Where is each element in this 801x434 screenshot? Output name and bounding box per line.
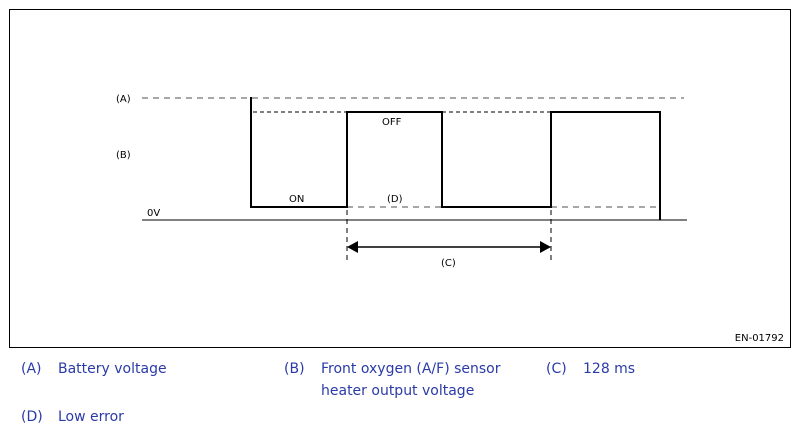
figure-id: EN-01792	[734, 333, 784, 344]
legend-text-b: Front oxygen (A/F) sensor heater output …	[321, 361, 501, 399]
legend-key-d: (D)	[21, 409, 43, 425]
period-arrow-right-head	[540, 241, 551, 253]
period-arrow-left-head	[347, 241, 358, 253]
waveform-diagram: (A) (B) 0V OFF ON (D) (C)	[116, 94, 687, 269]
legend-key-c: (C)	[546, 361, 567, 377]
label-off: OFF	[382, 117, 402, 128]
label-zero-volt: 0V	[147, 208, 160, 219]
legend-text-c: 128 ms	[583, 361, 636, 377]
label-on: ON	[289, 194, 304, 205]
label-a: (A)	[116, 94, 131, 105]
label-c: (C)	[441, 258, 456, 269]
heater-output-waveform	[250, 97, 661, 220]
label-d: (D)	[387, 194, 403, 205]
legend-text-d: Low error	[58, 409, 124, 425]
legend-key-b: (B)	[284, 361, 305, 377]
label-b: (B)	[116, 150, 131, 161]
figure-frame: (A) (B) 0V OFF ON (D) (C) EN-01792	[9, 9, 791, 348]
legend-item-d: (D) Low error	[21, 406, 271, 428]
legend-item-c: (C) 128 ms	[546, 358, 746, 380]
legend-text-a: Battery voltage	[58, 361, 167, 377]
legend-item-b: (B) Front oxygen (A/F) sensor heater out…	[284, 358, 534, 402]
legend-key-a: (A)	[21, 361, 42, 377]
legend-item-a: (A) Battery voltage	[21, 358, 271, 380]
